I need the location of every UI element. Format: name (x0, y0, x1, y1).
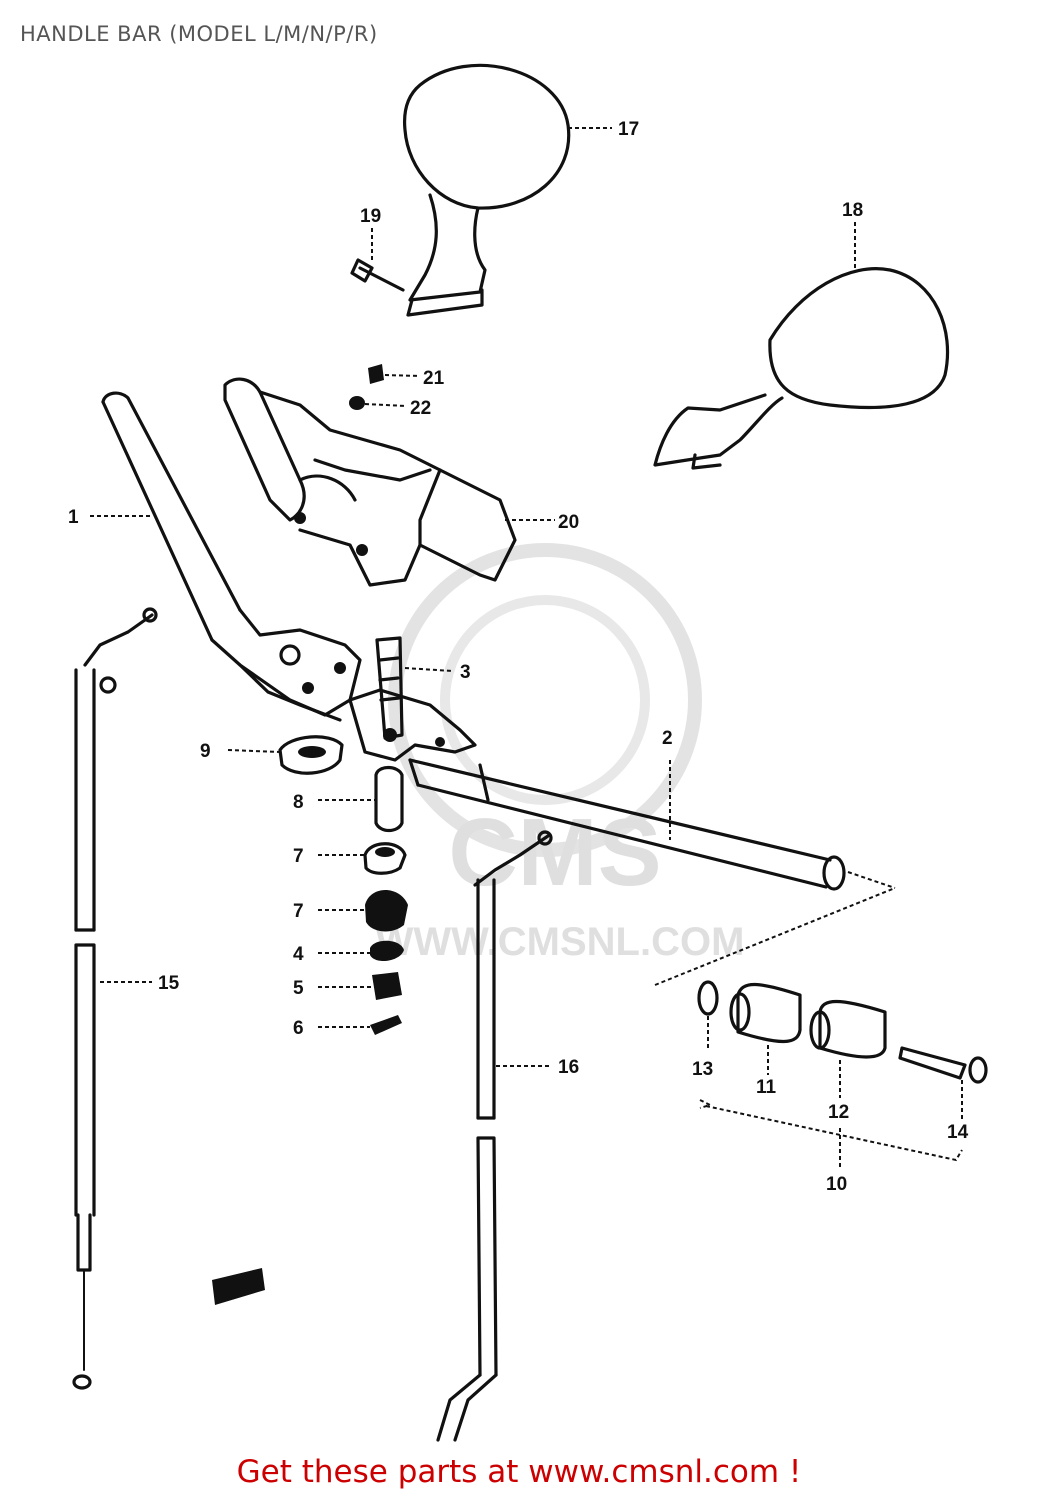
part-19-mirror-bolt[interactable] (350, 258, 405, 292)
part-15-clutch-cable[interactable] (72, 607, 158, 1390)
part-9-rubber-damper[interactable] (278, 735, 344, 775)
callout-3: 3 (460, 662, 471, 683)
callout-11: 11 (756, 1077, 777, 1098)
callout-10: 10 (826, 1174, 847, 1195)
part-11-balancer-inner[interactable] (729, 982, 802, 1044)
callout-9: 9 (200, 741, 211, 762)
part-14-screw[interactable] (898, 1046, 988, 1084)
cable-clamp[interactable] (212, 1268, 265, 1305)
callout-18: 18 (842, 200, 863, 221)
part-20-handlebar-holder[interactable] (223, 377, 517, 587)
callout-numbers: 17 19 18 21 22 1 20 3 2 9 8 7 7 4 5 6 15… (68, 119, 969, 1195)
callout-8: 8 (293, 792, 304, 813)
callout-13: 13 (692, 1059, 713, 1080)
part-3-bolt[interactable] (375, 636, 404, 740)
part-16-throttle-cable[interactable] (436, 830, 553, 1442)
callout-22: 22 (410, 398, 431, 419)
part-8-collar[interactable] (374, 765, 404, 833)
footer-call-to-action[interactable]: Get these parts at www.cmsnl.com ! (236, 1454, 802, 1490)
part-5-nut[interactable] (372, 972, 402, 1000)
part-18-right-mirror[interactable] (653, 267, 950, 470)
part-12-balancer-outer[interactable] (809, 1000, 887, 1059)
callout-14: 14 (947, 1122, 969, 1143)
part-17-left-mirror[interactable] (402, 63, 571, 317)
diagram-title: HANDLE BAR (MODEL L/M/N/P/R) (20, 22, 378, 46)
callout-5: 5 (293, 978, 304, 999)
callout-7-upper: 7 (293, 846, 304, 867)
watermark-url: WWW.CMSNL.COM (376, 920, 745, 964)
part-13-washer[interactable] (697, 980, 719, 1016)
leader-lines (90, 127, 963, 1168)
callout-16: 16 (558, 1057, 579, 1078)
part-7-cushion-upper[interactable] (363, 842, 407, 875)
part-2-right-handlebar[interactable] (348, 688, 846, 891)
callout-12: 12 (828, 1102, 849, 1123)
callout-15: 15 (158, 973, 180, 994)
part-22-washer[interactable] (349, 396, 365, 410)
callout-6: 6 (293, 1018, 304, 1039)
part-4-washer[interactable] (370, 940, 404, 962)
watermark-logo: CMS WWW.CMSNL.COM (376, 543, 745, 964)
part-1-left-handlebar[interactable] (101, 391, 362, 722)
callout-2: 2 (662, 728, 673, 749)
callout-4: 4 (293, 944, 304, 965)
callout-19: 19 (360, 206, 381, 227)
part-7-cushion-lower[interactable] (365, 890, 408, 932)
part-6-cotter-pin[interactable] (370, 1015, 402, 1035)
callout-1: 1 (68, 507, 79, 528)
callout-21: 21 (423, 368, 445, 389)
callout-7-lower: 7 (293, 901, 304, 922)
callout-17: 17 (618, 119, 639, 140)
callout-20: 20 (558, 512, 579, 533)
watermark-brand: CMS (448, 799, 661, 906)
part-21-cap[interactable] (368, 364, 384, 384)
